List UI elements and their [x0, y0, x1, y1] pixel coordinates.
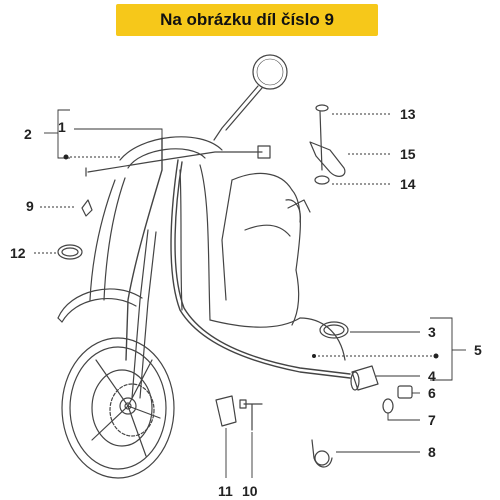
- callout-11: 11: [218, 483, 233, 499]
- part-9-cable-guide: [81, 199, 93, 217]
- part-11-bracket: [215, 395, 237, 427]
- mirror-illustration: [213, 54, 288, 141]
- part-8-clamp: [311, 439, 333, 468]
- callout-12: 12: [10, 245, 26, 261]
- part-6-nut: [397, 385, 413, 399]
- callout-4: 4: [428, 368, 436, 384]
- part-15-clip: [309, 141, 346, 177]
- callout-5: 5: [474, 342, 482, 358]
- title-banner: Na obrázku díl číslo 9: [116, 4, 378, 36]
- leader-dots: [63, 154, 439, 359]
- part-13-bolt: [315, 104, 329, 171]
- callout-14: 14: [400, 176, 416, 192]
- part-10-screw: [239, 399, 263, 431]
- callout-6: 6: [428, 385, 436, 401]
- part-7-washer: [382, 398, 394, 414]
- callout-10: 10: [242, 483, 258, 499]
- callout-13: 13: [400, 106, 416, 122]
- callout-3: 3: [428, 324, 436, 340]
- part-14-nut: [314, 175, 330, 185]
- callout-9: 9: [26, 198, 34, 214]
- part-4-sleeve: [350, 365, 379, 391]
- callout-2: 2: [24, 126, 32, 142]
- leader-lines: [34, 109, 466, 478]
- callout-7: 7: [428, 412, 436, 428]
- part-12-ring: [57, 244, 83, 260]
- title-text: Na obrázku díl číslo 9: [160, 10, 334, 29]
- scooter-body-illustration: [57, 136, 346, 479]
- callout-8: 8: [428, 444, 436, 460]
- control-cable-illustration: [125, 137, 351, 379]
- callout-15: 15: [400, 146, 416, 162]
- part-3-clip: [319, 321, 349, 339]
- callout-1: 1: [58, 119, 66, 135]
